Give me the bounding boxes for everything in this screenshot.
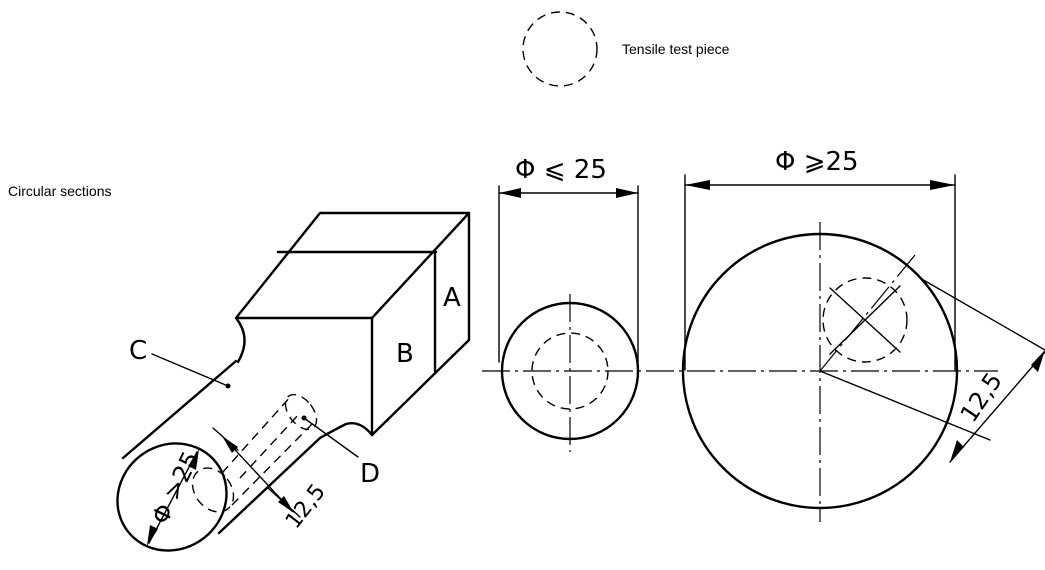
large-section-test-piece-axis-2 — [829, 285, 901, 355]
legend: Tensile test piece — [522, 11, 730, 87]
small-section-diameter-label: Φ ⩽ 25 — [515, 155, 607, 185]
large-section-diameter-label: Φ ⩾25 — [775, 147, 859, 177]
iso-diameter-arrow-bottom — [147, 525, 158, 546]
label-c: C — [129, 336, 147, 366]
bar-front-bottom-arc — [318, 421, 374, 440]
large-offset-arrow-bottom — [950, 440, 964, 462]
large-section-test-piece — [822, 277, 908, 363]
shaft-bottom-edge — [217, 436, 322, 535]
iso-diameter-label: Φ >25 — [146, 447, 205, 529]
iso-offset-arrow-2 — [278, 496, 294, 513]
small-section-arrow-right — [616, 188, 638, 198]
label-d-leader — [303, 417, 359, 458]
iso-offset-dim-line — [223, 437, 293, 512]
bar-front-left-arc — [234, 316, 246, 364]
large-section-arrow-right — [930, 180, 955, 190]
label-c-leader — [151, 353, 229, 387]
legend-dashed-circle — [522, 11, 598, 87]
label-d: D — [360, 459, 380, 489]
legend-text: Tensile test piece — [622, 41, 730, 57]
test-piece-hidden-edge-1 — [221, 394, 293, 474]
large-section-diagonal-centerline — [819, 254, 916, 372]
label-c-leader-dot — [225, 383, 231, 389]
label-d-leader-dot — [301, 415, 307, 421]
label-a: A — [443, 283, 461, 313]
shaft-top-edge — [121, 359, 238, 460]
large-section-arrow-left — [685, 180, 710, 190]
large-offset-ext-2 — [819, 370, 991, 441]
bar-right-face — [370, 211, 471, 437]
shaft-end-dashed-circle — [191, 467, 235, 513]
isometric-view: Φ >25 12,5 A B C D — [116, 211, 471, 552]
test-piece-hidden-edge-2 — [231, 421, 315, 506]
iso-offset-arrow-1 — [222, 436, 238, 453]
iso-diameter-dim-line — [148, 451, 198, 544]
label-b: B — [396, 339, 414, 369]
small-section-arrow-left — [499, 188, 521, 198]
section-label: Circular sections — [8, 183, 111, 199]
iso-diameter-arrow-top — [188, 449, 199, 470]
large-offset-ext-1 — [919, 277, 1045, 351]
shaft-end-face — [116, 442, 228, 552]
large-offset-label: 12,5 — [955, 367, 1008, 427]
large-section: Φ ⩾25 12,5 — [681, 147, 1045, 522]
large-offset-dim-line — [949, 351, 1045, 463]
test-piece-far-end — [284, 393, 318, 431]
small-section: Φ ⩽ 25 — [498, 155, 640, 452]
large-offset-arrow-top — [1031, 350, 1045, 372]
